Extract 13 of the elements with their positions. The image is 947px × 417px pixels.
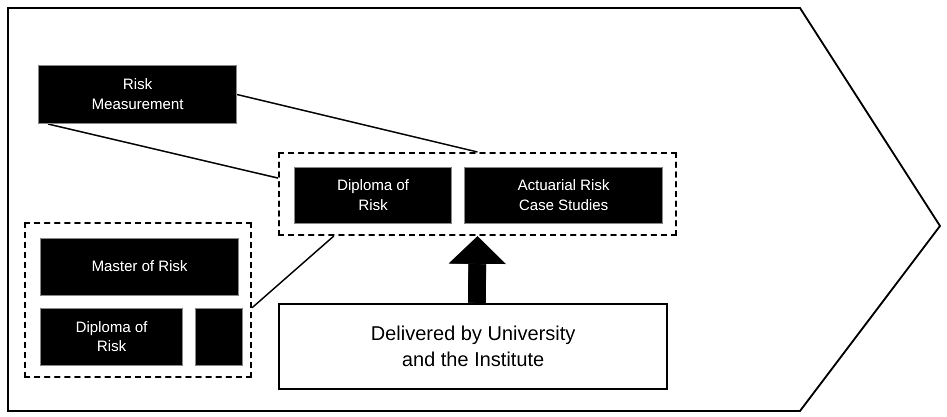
filled-box	[195, 308, 243, 366]
connector-line	[251, 235, 334, 308]
program-box: Diploma of Risk	[40, 308, 183, 366]
dashed-group	[278, 152, 677, 236]
connector-line	[48, 123, 278, 179]
program-box: Risk Measurement	[38, 65, 237, 124]
block-arrow	[448, 236, 506, 304]
program-box: Actuarial Risk Case Studies	[464, 167, 663, 224]
program-box: Diploma of Risk	[294, 167, 452, 224]
connector-line	[236, 94, 478, 153]
dashed-group	[24, 222, 252, 378]
note-box: Delivered by University and the Institute	[278, 303, 668, 390]
program-box: Master of Risk	[40, 238, 239, 296]
